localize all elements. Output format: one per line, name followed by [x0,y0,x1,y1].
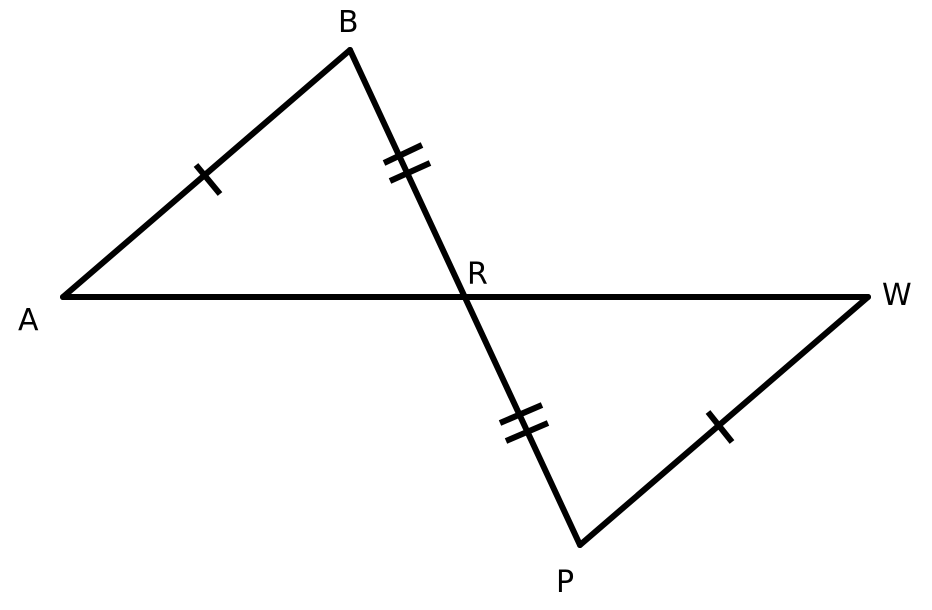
point-label-p: P [556,565,574,600]
double-tick-mark-br-2 [388,160,432,184]
point-label-w: W [882,278,912,313]
tick-mark-ab [193,163,223,196]
segment-wp [577,294,871,548]
point-label-b: B [338,5,359,40]
tick-mark-wp [705,410,735,444]
point-label-r: R [467,257,488,292]
double-tick-mark-rp-2 [504,420,550,444]
point-label-a: A [18,303,39,338]
double-tick-mark-rp-1 [498,402,544,426]
double-tick-mark-br-1 [382,142,424,166]
